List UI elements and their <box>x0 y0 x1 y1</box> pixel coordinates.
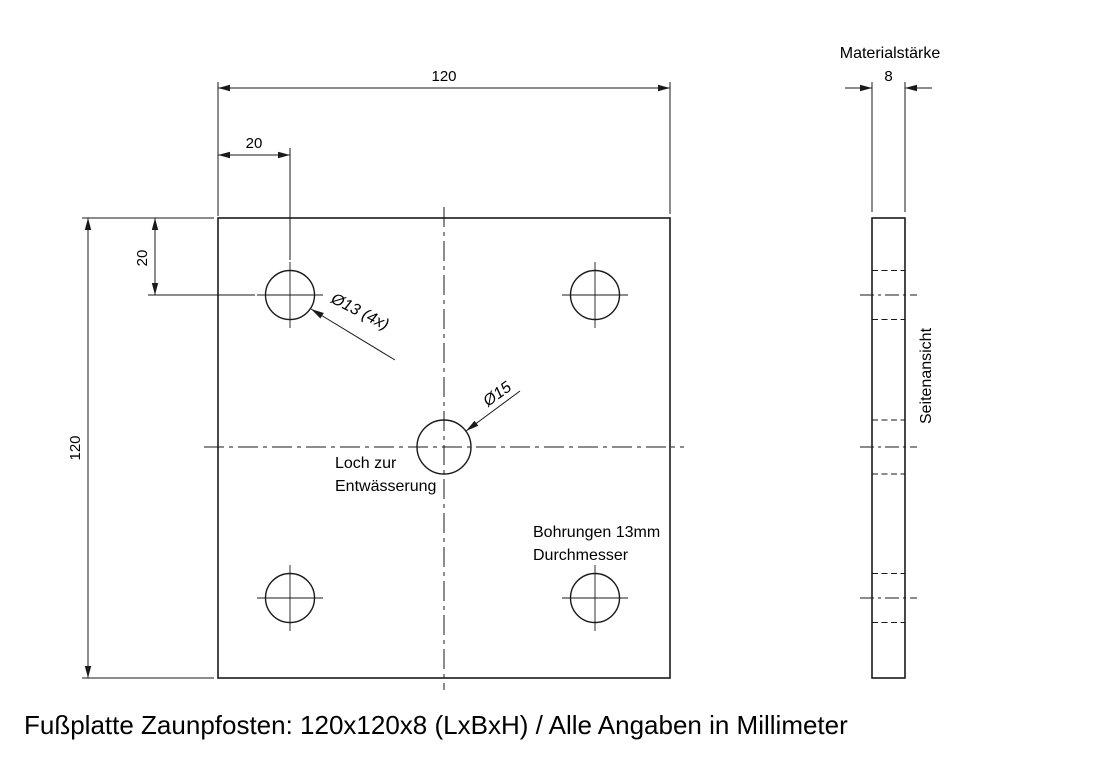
side-view-outline <box>871 217 906 679</box>
dim-thickness-label: 8 <box>884 68 892 85</box>
hole-bottom-left <box>257 565 323 631</box>
drawing-title: Fußplatte Zaunpfosten: 120x120x8 (LxBxH)… <box>24 710 848 740</box>
drain-note-line1: Loch zur <box>335 455 397 472</box>
hole-top-right <box>562 262 628 328</box>
dim-height-label: 120 <box>67 435 84 460</box>
holes-note: Bohrungen 13mm Durchmesser <box>533 524 660 564</box>
front-view: 120 20 20 <box>67 68 684 690</box>
side-view-hidden-lines <box>872 270 905 623</box>
dim-height: 120 <box>67 217 214 679</box>
drain-note: Loch zur Entwässerung <box>335 455 436 495</box>
dim-hole-offset-vertical: 20 <box>134 218 255 296</box>
dim-width: 120 <box>217 68 671 216</box>
dim-thickness: 8 <box>845 68 932 212</box>
dim-hole-offset-v-label: 20 <box>134 250 151 267</box>
corner-hole-callout: Ø13 (4x) <box>327 290 391 334</box>
side-view: Materialstärke <box>840 45 941 679</box>
side-view-heading: Materialstärke <box>840 45 941 62</box>
dim-width-label: 120 <box>431 68 456 85</box>
hole-bottom-right <box>562 565 628 631</box>
center-hole-callout: Ø15 <box>480 379 515 411</box>
dim-hole-offset-horizontal: 20 <box>218 135 291 260</box>
holes-note-line2: Durchmesser <box>533 547 629 564</box>
center-drain-hole <box>416 419 472 475</box>
dim-hole-offset-h-label: 20 <box>246 135 263 152</box>
drain-note-line2: Entwässerung <box>335 478 436 495</box>
holes-note-line1: Bohrungen 13mm <box>533 524 660 541</box>
leader-center-hole: Ø15 <box>465 379 521 432</box>
hole-top-left <box>257 262 323 328</box>
leader-corner-hole: Ø13 (4x) <box>310 290 396 361</box>
side-view-centerlines <box>860 294 917 599</box>
side-view-label: Seitenansicht <box>918 327 935 424</box>
